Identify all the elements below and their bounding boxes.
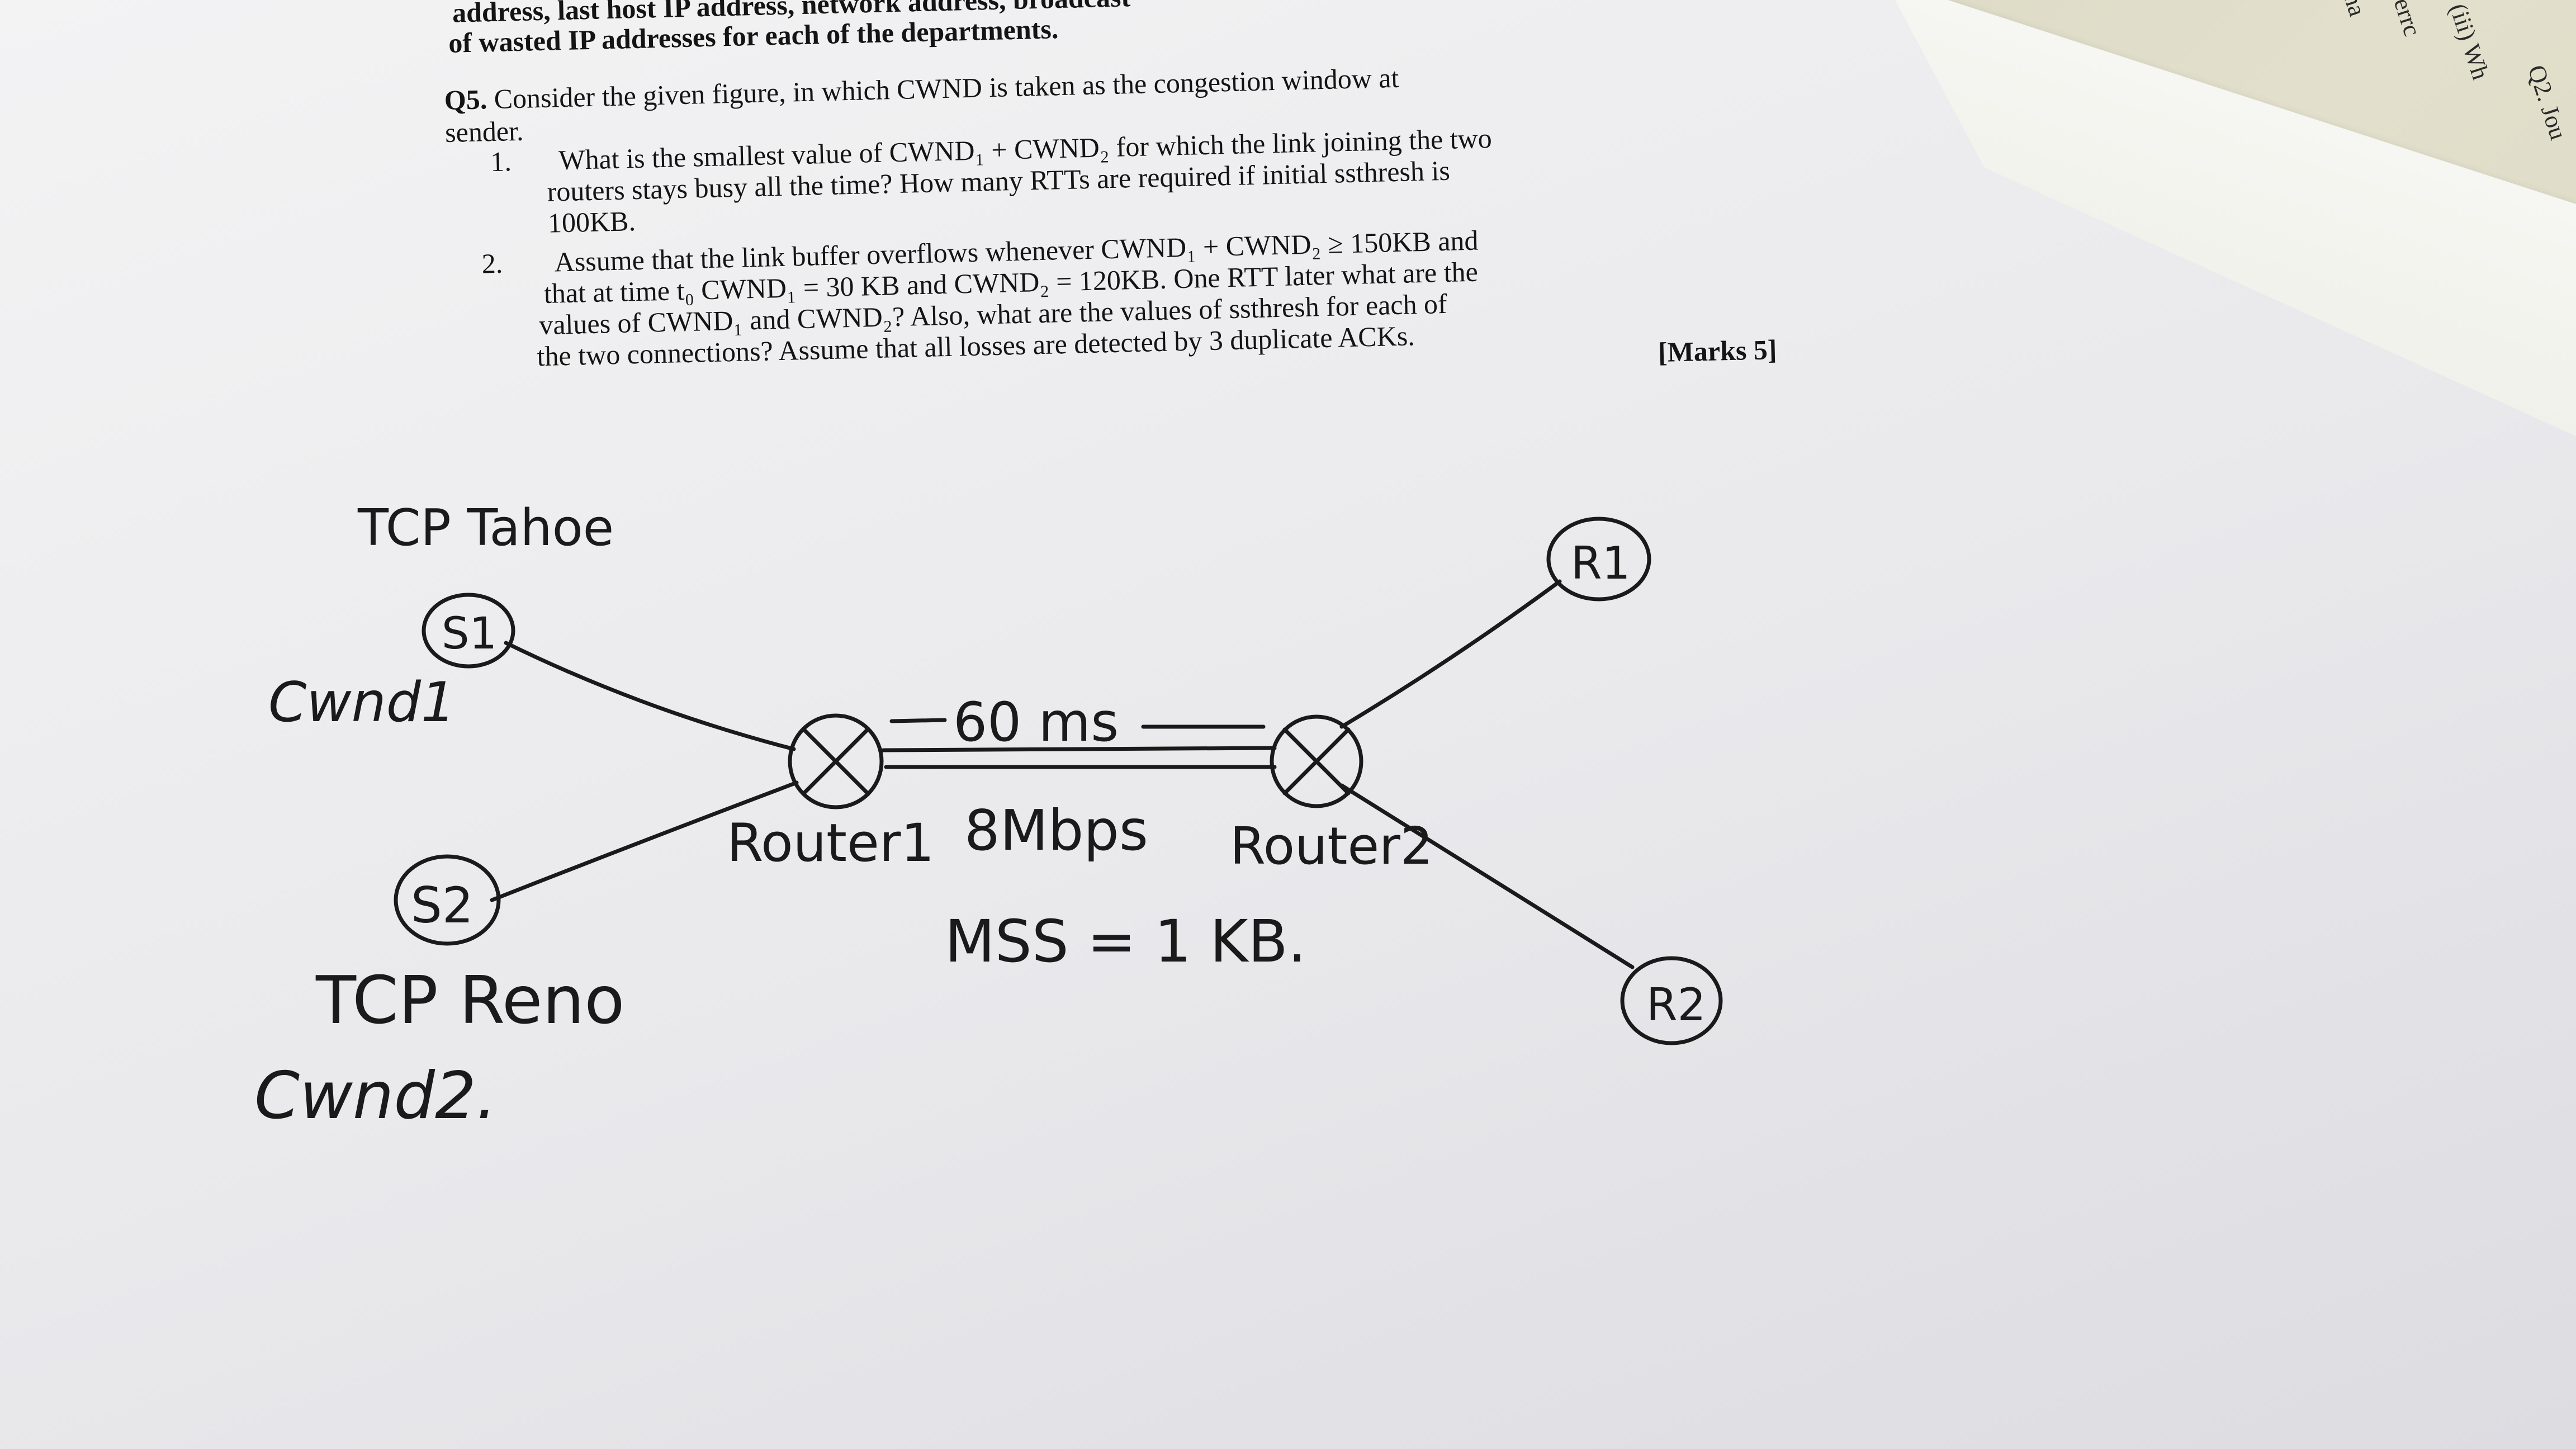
router1-label: Router1 [727,813,934,874]
link-s2-router1 [490,780,799,902]
mss-label: MSS = 1 KB. [945,907,1306,976]
r2-label: R2 [1646,979,1706,1031]
s1-node-circle [422,593,515,669]
tcp-tahoe-label: TCP Tahoe [357,499,614,557]
link-router1-router2-top [881,746,1277,752]
r1-node-circle [1546,517,1651,602]
link-s1-router1 [504,641,796,751]
s1-label: S1 [442,609,497,659]
cwnd1-label: Cwnd1 [268,671,456,735]
router2-icon [1270,714,1363,808]
link-router2-r1 [1339,579,1562,729]
router2-label: Router2 [1230,816,1433,876]
cwnd2-label: Cwnd2. [254,1058,497,1134]
s2-node-circle [394,854,501,946]
link-delay-label: 60 ms [953,691,1119,754]
router1-icon [788,713,884,809]
r2-node-circle [1620,956,1723,1045]
link-router2-r2 [1339,783,1635,969]
tcp-reno-label: TCP Reno [315,962,625,1039]
r1-label: R1 [1571,537,1630,589]
s2-label: S2 [411,877,473,934]
bandwidth-label: 8Mbps [964,798,1148,863]
delay-dash-left [889,718,947,723]
